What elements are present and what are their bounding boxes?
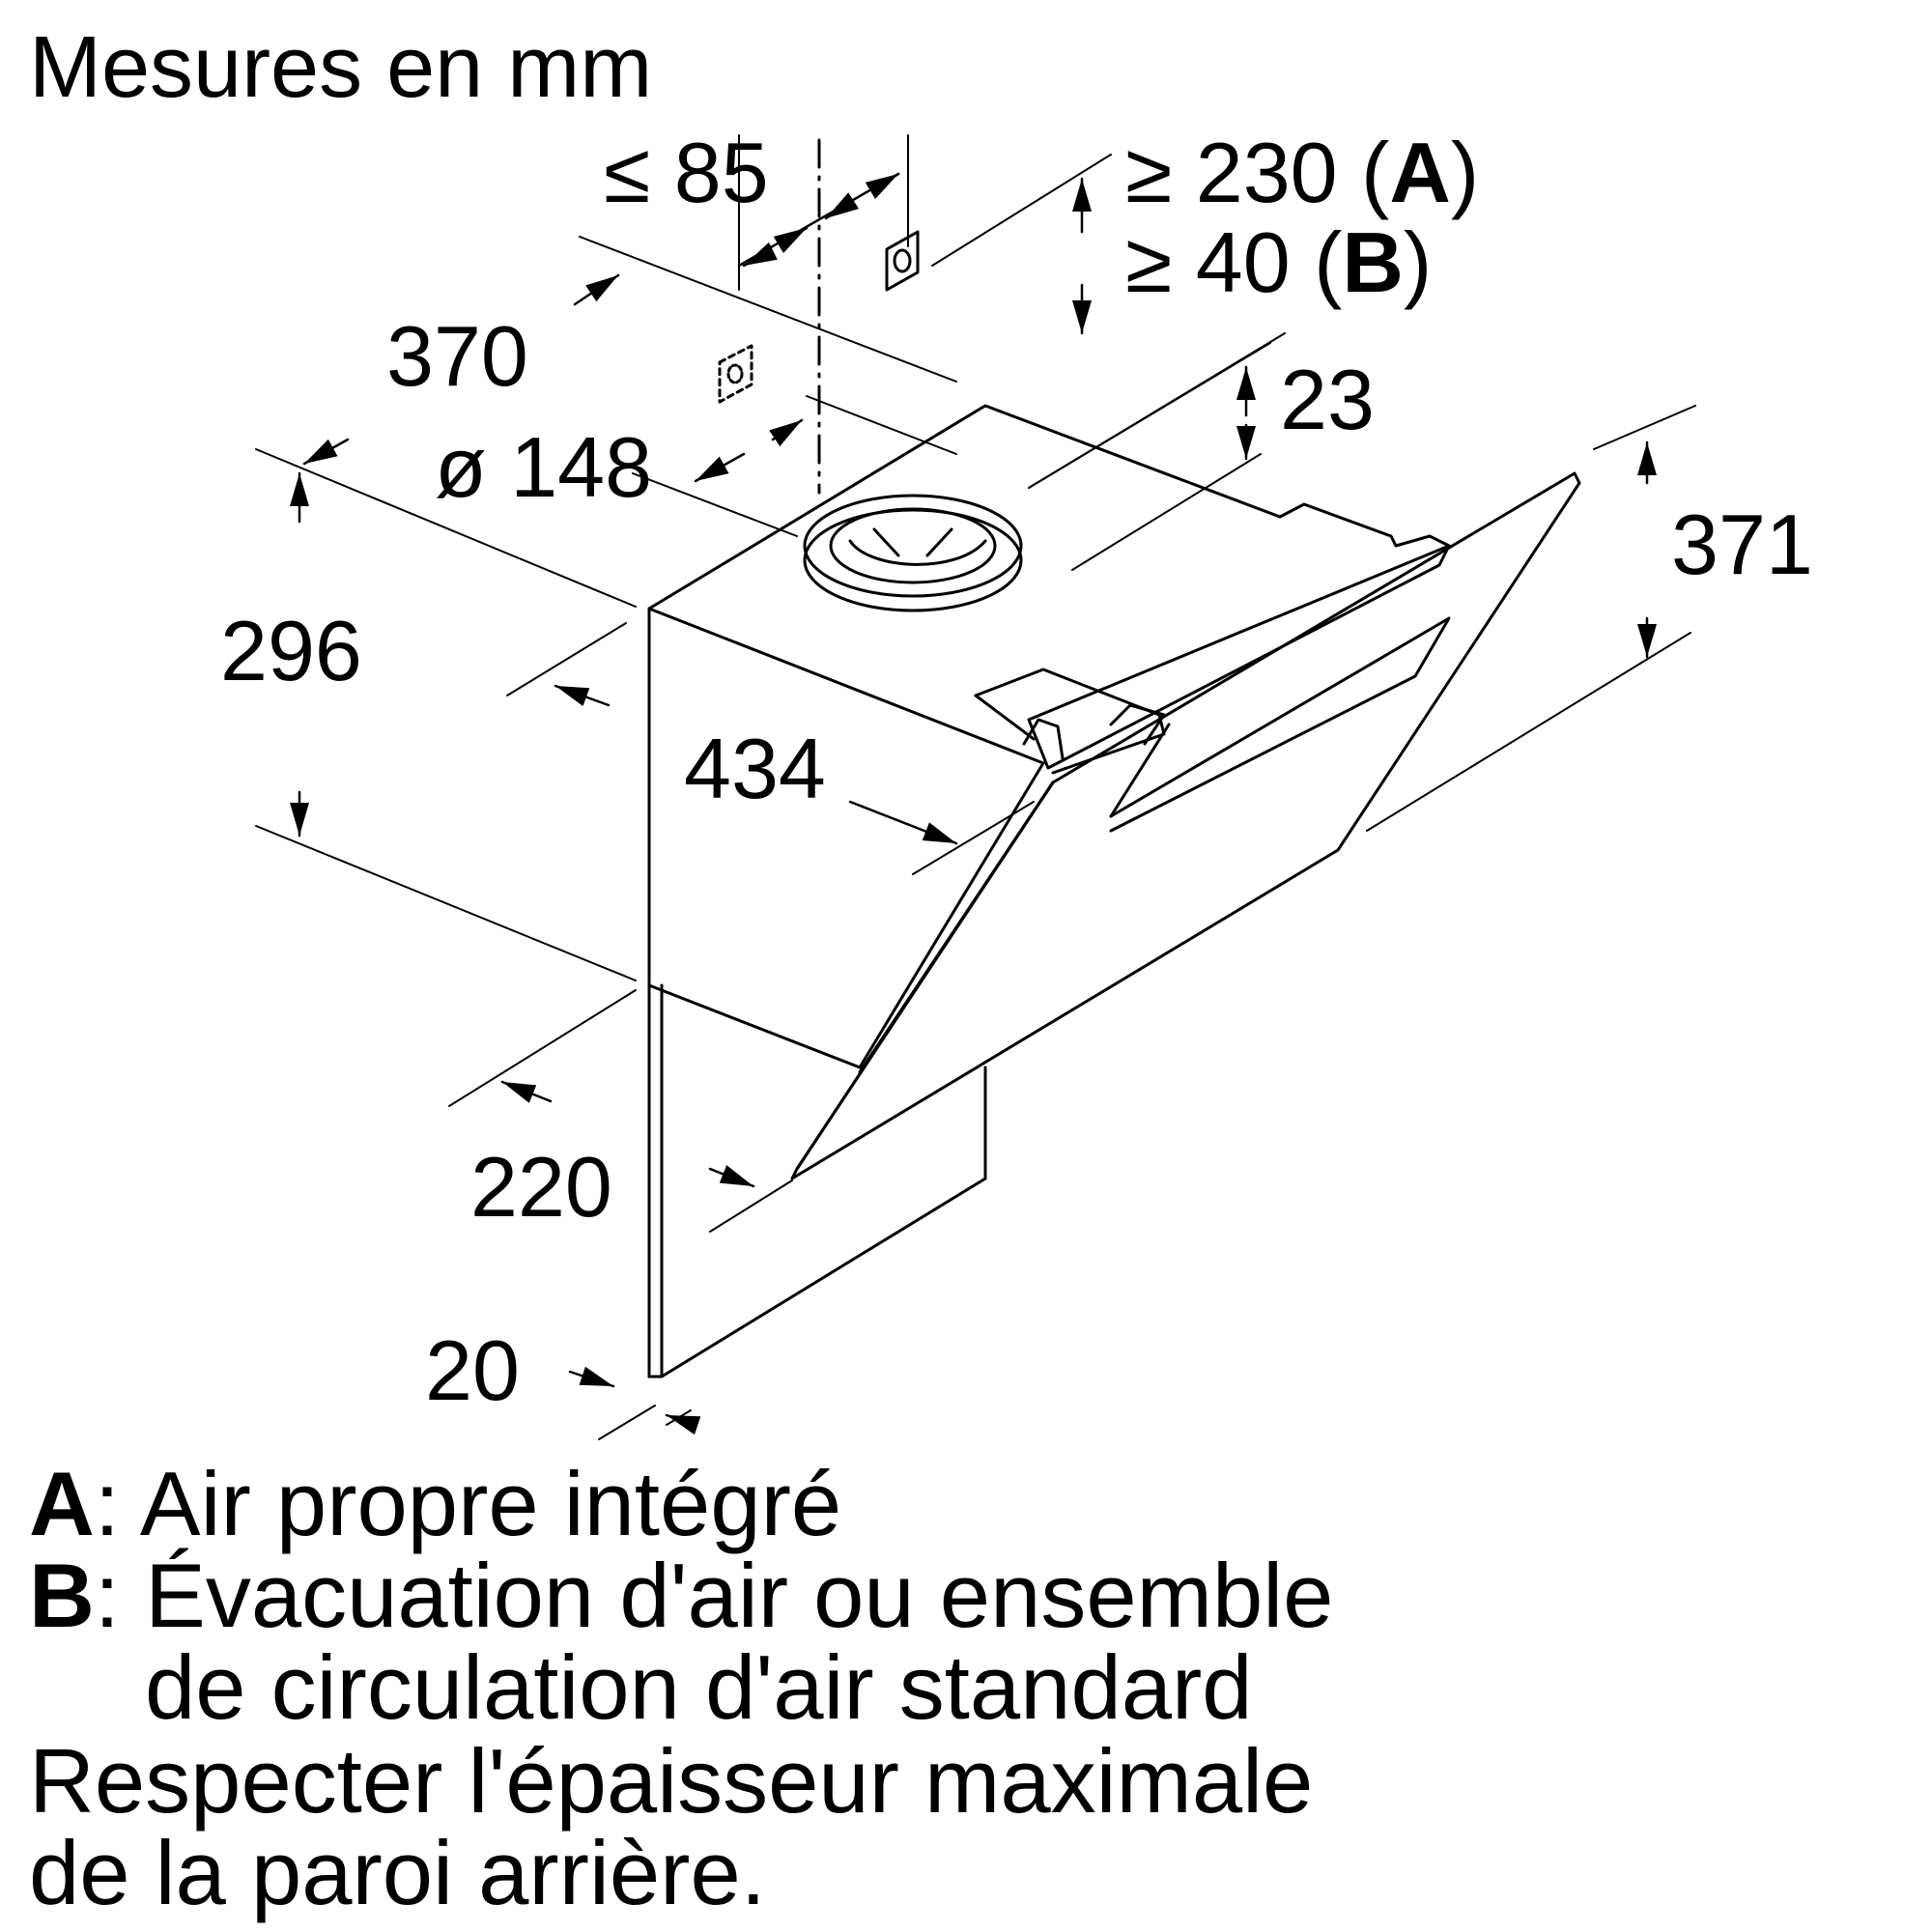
legend-a-letter: A bbox=[29, 1453, 95, 1554]
page-title: Mesures en mm bbox=[29, 19, 653, 116]
air-outlet-ring bbox=[803, 494, 1023, 612]
dimension-min-40-value: ≥ 40 ( bbox=[1125, 214, 1343, 310]
hood-body bbox=[647, 404, 1282, 1378]
legend-b: B: Évacuation d'air ou ensemble bbox=[29, 1550, 1333, 1641]
dimension-max-85: ≤ 85 bbox=[604, 125, 769, 220]
dimension-depth-220: 220 bbox=[470, 1139, 612, 1235]
dimension-thickness-20: 20 bbox=[425, 1322, 520, 1418]
dimension-height-296: 296 bbox=[220, 603, 362, 698]
dimension-min-230-value: ≥ 230 ( bbox=[1125, 125, 1390, 220]
dimension-min-230: ≥ 230 (A) bbox=[1125, 130, 1479, 215]
glass-canopy bbox=[790, 471, 1581, 1180]
legend-b-text-1: : Évacuation d'air ou ensemble bbox=[94, 1545, 1334, 1646]
extension-lines bbox=[255, 134, 1696, 1440]
legend-b-continued: de circulation d'air standard bbox=[145, 1636, 1253, 1738]
dimension-arrows bbox=[290, 172, 1657, 1435]
dimension-min-40-letter: B bbox=[1342, 214, 1404, 310]
dimension-min-230-letter: A bbox=[1389, 125, 1451, 220]
dimension-min-40-close: ) bbox=[1403, 214, 1433, 310]
dimension-offset-23: 23 bbox=[1280, 352, 1375, 447]
note-line-2: de la paroi arrière. bbox=[29, 1822, 766, 1923]
dimension-min-230-close: ) bbox=[1450, 125, 1480, 220]
dimension-depth-370: 370 bbox=[386, 308, 528, 404]
legend-a-text: : Air propre intégré bbox=[94, 1453, 842, 1554]
legend-a: A: Air propre intégré bbox=[29, 1459, 841, 1549]
dimension-diameter-148: ø 148 bbox=[435, 419, 653, 515]
legend-b-letter: B bbox=[29, 1545, 95, 1646]
note-line-1: Respecter l'épaisseur maximale bbox=[29, 1730, 1314, 1832]
dimension-min-40: ≥ 40 (B) bbox=[1125, 220, 1432, 305]
dimension-width-434: 434 bbox=[684, 721, 826, 816]
dimension-height-371: 371 bbox=[1671, 497, 1813, 592]
